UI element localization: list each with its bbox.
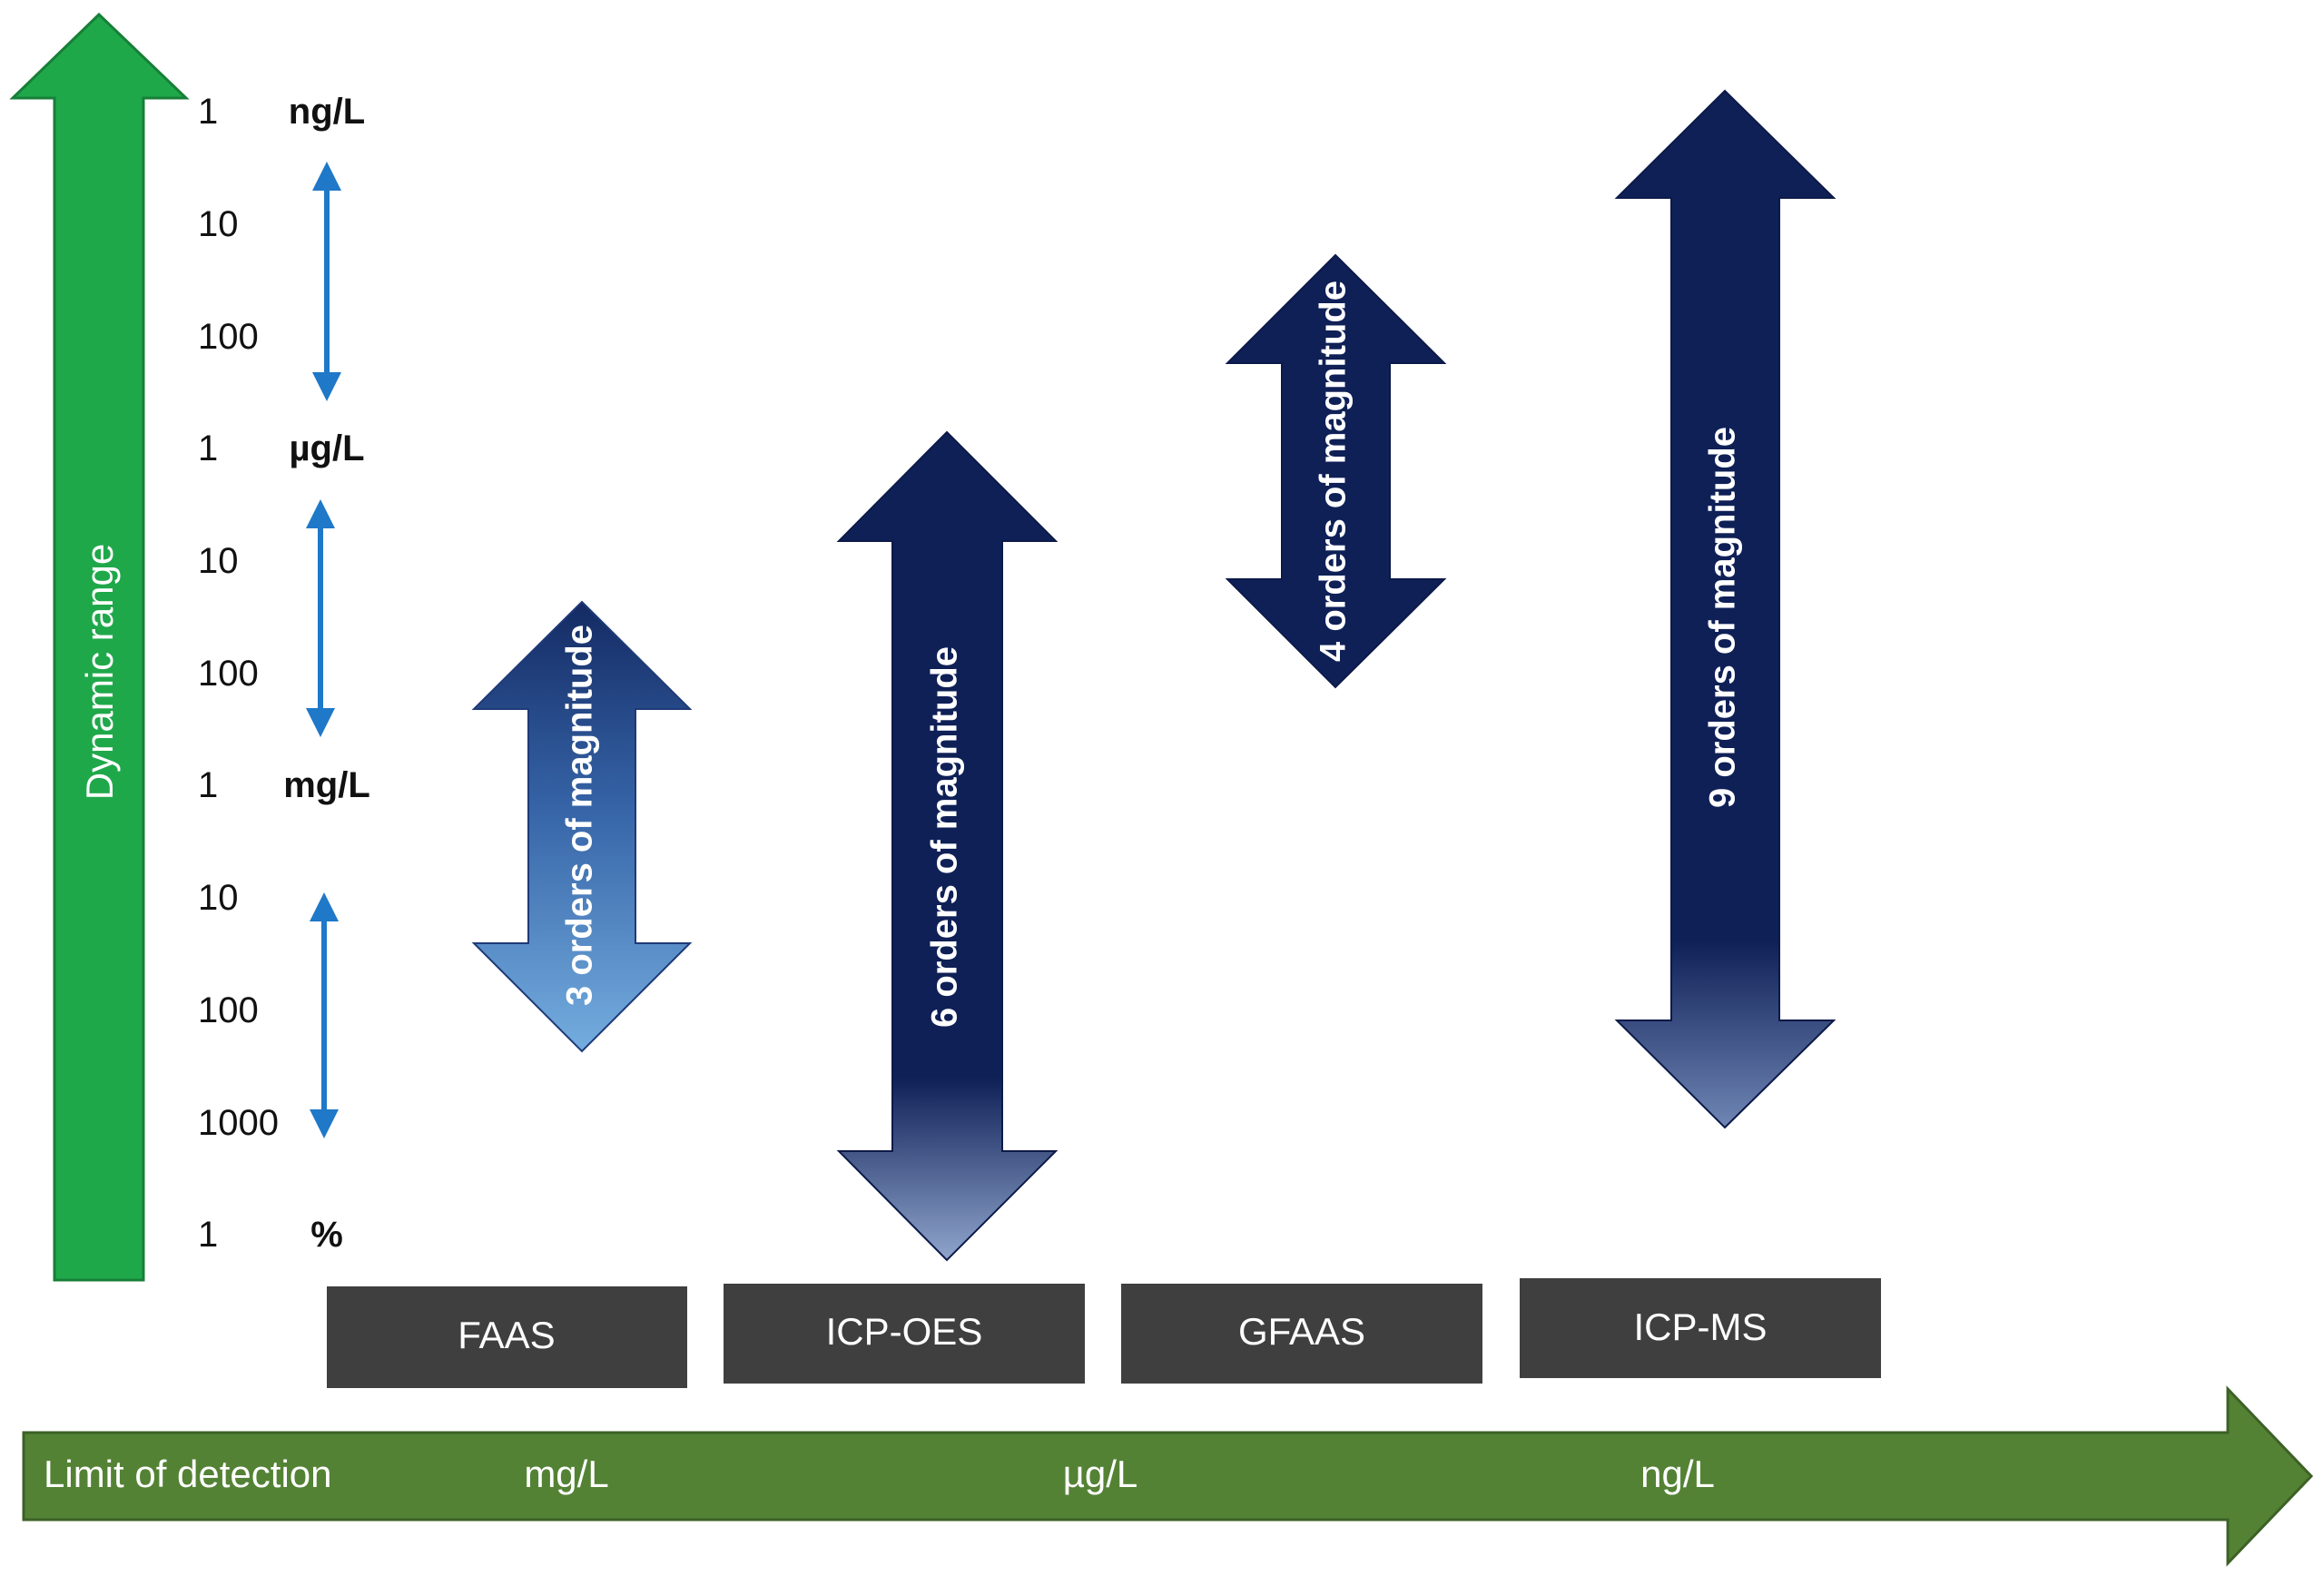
tick-value: 1 bbox=[198, 428, 218, 468]
technique-name: FAAS bbox=[458, 1314, 555, 1356]
dynamic-range-label: Dynamic range bbox=[78, 544, 121, 800]
double-arrow-icon bbox=[312, 162, 341, 401]
technique-box-icp-oes: ICP-OES bbox=[724, 1284, 1085, 1384]
double-arrow-icon bbox=[306, 499, 335, 737]
technique-name: ICP-MS bbox=[1634, 1305, 1768, 1348]
lod-unit-ng: ng/L bbox=[1640, 1453, 1715, 1495]
tick-value: 1000 bbox=[198, 1103, 279, 1143]
technique-boxes: FAAS ICP-OES GFAAS ICP-MS bbox=[327, 1278, 1881, 1388]
range-label-icp-ms: 9 orders of magnitude bbox=[1703, 427, 1743, 808]
lod-unit-ug: µg/L bbox=[1063, 1453, 1138, 1495]
tick-values: 1 10 100 1 10 100 1 10 100 1000 1 bbox=[198, 92, 279, 1255]
limit-of-detection-label: Limit of detection bbox=[44, 1453, 332, 1495]
range-arrow-gfaas: 4 orders of magnitude bbox=[1225, 253, 1447, 689]
unit-span-arrows bbox=[306, 162, 341, 1138]
technique-name: ICP-OES bbox=[826, 1310, 983, 1353]
unit-label-percent: % bbox=[310, 1215, 343, 1255]
tick-value: 10 bbox=[198, 878, 239, 918]
technique-box-icp-ms: ICP-MS bbox=[1520, 1278, 1881, 1378]
range-arrow-faas: 3 orders of magnitude bbox=[471, 600, 693, 1053]
range-arrow-icp-ms: 9 orders of magnitude bbox=[1614, 89, 1837, 1129]
tick-value: 1 bbox=[198, 765, 218, 805]
tick-value: 100 bbox=[198, 990, 259, 1030]
double-arrow-icon bbox=[310, 892, 339, 1138]
technique-box-faas: FAAS bbox=[327, 1286, 687, 1388]
tick-value: 10 bbox=[198, 541, 239, 581]
unit-label-ng: ng/L bbox=[289, 92, 365, 132]
lod-unit-mg: mg/L bbox=[524, 1453, 608, 1495]
tick-value: 1 bbox=[198, 92, 218, 132]
range-arrow-icp-oes: 6 orders of magnitude bbox=[836, 430, 1059, 1262]
range-label-icp-oes: 6 orders of magnitude bbox=[925, 646, 965, 1028]
tick-value: 10 bbox=[198, 204, 239, 244]
technique-box-gfaas: GFAAS bbox=[1121, 1284, 1482, 1384]
tick-units: ng/L µg/L mg/L % bbox=[283, 92, 370, 1255]
dynamic-range-arrow: Dynamic range bbox=[9, 12, 190, 1282]
unit-label-ug: µg/L bbox=[289, 428, 364, 468]
range-label-gfaas: 4 orders of magnitude bbox=[1314, 281, 1354, 662]
tick-value: 100 bbox=[198, 317, 259, 357]
unit-label-mg: mg/L bbox=[283, 765, 370, 805]
tick-value: 100 bbox=[198, 654, 259, 694]
tick-value: 1 bbox=[198, 1215, 218, 1255]
technique-name: GFAAS bbox=[1238, 1310, 1365, 1353]
range-label-faas: 3 orders of magnitude bbox=[560, 625, 600, 1006]
limit-of-detection-arrow: Limit of detection mg/L µg/L ng/L bbox=[22, 1385, 2314, 1567]
